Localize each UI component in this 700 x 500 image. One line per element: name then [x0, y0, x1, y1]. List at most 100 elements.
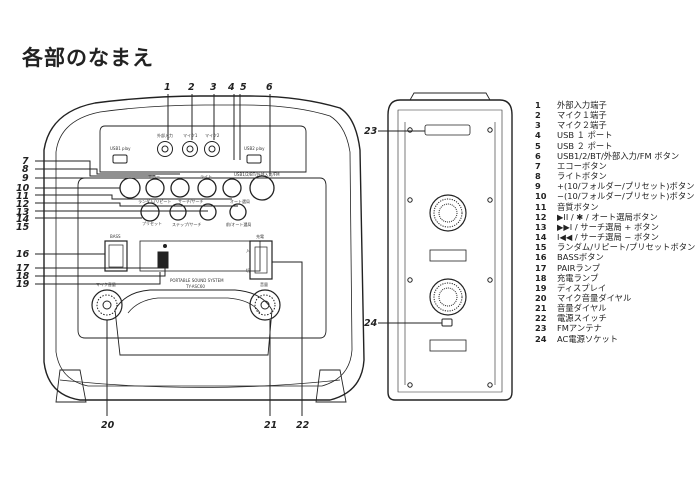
legend-text: マイク音量ダイヤル	[557, 292, 632, 303]
callout-12: 12	[16, 199, 30, 210]
ac-socket[interactable]	[441, 318, 453, 327]
back-callouts: 23 24	[364, 126, 378, 329]
label-echo: エコー	[148, 174, 160, 179]
minus-button[interactable]	[222, 178, 242, 198]
next-button[interactable]	[199, 203, 217, 221]
legend-item: 8 ライトボタン	[535, 171, 695, 181]
callout-21: 21	[264, 420, 277, 431]
power-switch[interactable]	[249, 240, 273, 280]
legend-text: ライトボタン	[557, 171, 607, 182]
legend-number: 3	[535, 120, 541, 131]
legend-number: 1	[535, 100, 541, 110]
callout-6: 6	[266, 82, 273, 93]
callout-19: 19	[16, 279, 30, 290]
callout-23: 23	[364, 126, 378, 137]
usb1-port[interactable]	[112, 154, 128, 164]
page-title: 各部のなまえ	[22, 46, 154, 70]
display	[157, 251, 169, 269]
callout-4: 4	[227, 82, 235, 93]
legend-text: ▶▶I / サーチ選局 + ボタン	[557, 221, 659, 232]
label-mic2: マイク2	[205, 132, 220, 138]
callout-20: 20	[101, 420, 115, 431]
legend-item: 9+(10/フォルダー/プリセット)ボタン	[535, 181, 695, 191]
legend-number: 16	[535, 252, 547, 263]
mic1-jack[interactable]	[182, 141, 198, 157]
legend-number: 23	[535, 323, 547, 334]
legend-text: I◀◀ / サーチ選局 − ボタン	[557, 232, 659, 243]
legend-item: 20 マイク音量ダイヤル	[535, 293, 695, 303]
legend-text: USB ２ ポート	[557, 140, 613, 151]
legend-text: USB １ ポート	[557, 130, 613, 141]
legend-text: BASSボタン	[557, 252, 604, 263]
legend-item: 5 USB ２ ポート	[535, 141, 695, 151]
label-usb2: USB2 play	[244, 146, 265, 151]
random-repeat-button[interactable]	[140, 202, 160, 222]
callout-16: 16	[16, 249, 30, 260]
volume-dial[interactable]	[249, 289, 281, 321]
callout-5: 5	[240, 82, 247, 93]
label-auto: オート選局	[230, 198, 250, 204]
legend-number: 12	[535, 211, 547, 222]
legend-item: 16 BASSボタン	[535, 252, 695, 262]
legend-number: 17	[535, 262, 547, 273]
legend-text: 音量ダイヤル	[557, 303, 607, 314]
label-charge: 充電	[256, 233, 264, 239]
back-speaker-body	[387, 92, 513, 401]
eq-button[interactable]	[119, 177, 141, 199]
callout-2: 2	[188, 82, 195, 93]
label-mic1: マイク1	[183, 132, 198, 138]
label-preset: プリセット	[142, 220, 162, 226]
label-product: PORTABLE SOUND SYSTEM	[170, 278, 224, 283]
legend-item: 13▶▶I / サーチ選局 + ボタン	[535, 222, 695, 232]
legend-number: 20	[535, 292, 547, 303]
bass-button[interactable]	[104, 240, 128, 272]
label-switch-off: 切	[246, 267, 250, 273]
plus-button[interactable]	[197, 178, 217, 198]
ext-input-jack[interactable]	[157, 141, 173, 157]
play-auto-button[interactable]	[229, 203, 247, 221]
mode-button[interactable]	[249, 175, 275, 201]
callout-9: 9	[22, 173, 29, 184]
legend-text: AC電源ソケット	[557, 333, 619, 344]
legend-item: 1 外部入力端子	[535, 100, 695, 110]
legend-number: 10	[535, 191, 547, 202]
legend-number: 5	[535, 140, 541, 151]
prev-button[interactable]	[169, 203, 187, 221]
legend-text: −(10/フォルダー/プリセット)ボタン	[557, 191, 695, 202]
legend-number: 8	[535, 171, 541, 182]
label-light: ライト	[200, 173, 212, 179]
callout-22: 22	[296, 420, 310, 431]
mic2-jack[interactable]	[204, 141, 220, 157]
legend-number: 2	[535, 110, 541, 121]
legend-number: 7	[535, 160, 541, 171]
callout-15: 15	[16, 222, 30, 233]
legend-text: PAIRランプ	[557, 262, 601, 273]
callout-10: 10	[16, 183, 30, 194]
light-button[interactable]	[170, 178, 190, 198]
callout-11: 11	[16, 191, 29, 202]
fm-antenna	[424, 124, 471, 136]
legend-text: 充電ランプ	[557, 272, 599, 283]
legend-text: ▶II / ✱ / オート選局ボタン	[557, 211, 658, 222]
label-prev-auto: 前/オート選局	[226, 221, 251, 227]
legend-number: 22	[535, 313, 547, 324]
label-mode: USB1/2/BT/外部入力/FM	[234, 171, 280, 177]
legend-text: 外部入力端子	[557, 100, 607, 110]
echo-button[interactable]	[145, 178, 165, 198]
label-switch-on: 入	[246, 248, 250, 253]
label-mic-volume: マイク音量	[96, 281, 116, 287]
usb2-port[interactable]	[246, 154, 262, 164]
legend-number: 19	[535, 282, 547, 293]
panel-labels: 外部入力 マイク1 マイク2 USB1 play USB2 play USB1/…	[96, 132, 280, 289]
label-ext-input: 外部入力	[157, 132, 173, 138]
legend-text: +(10/フォルダー/プリセット)ボタン	[557, 181, 695, 192]
